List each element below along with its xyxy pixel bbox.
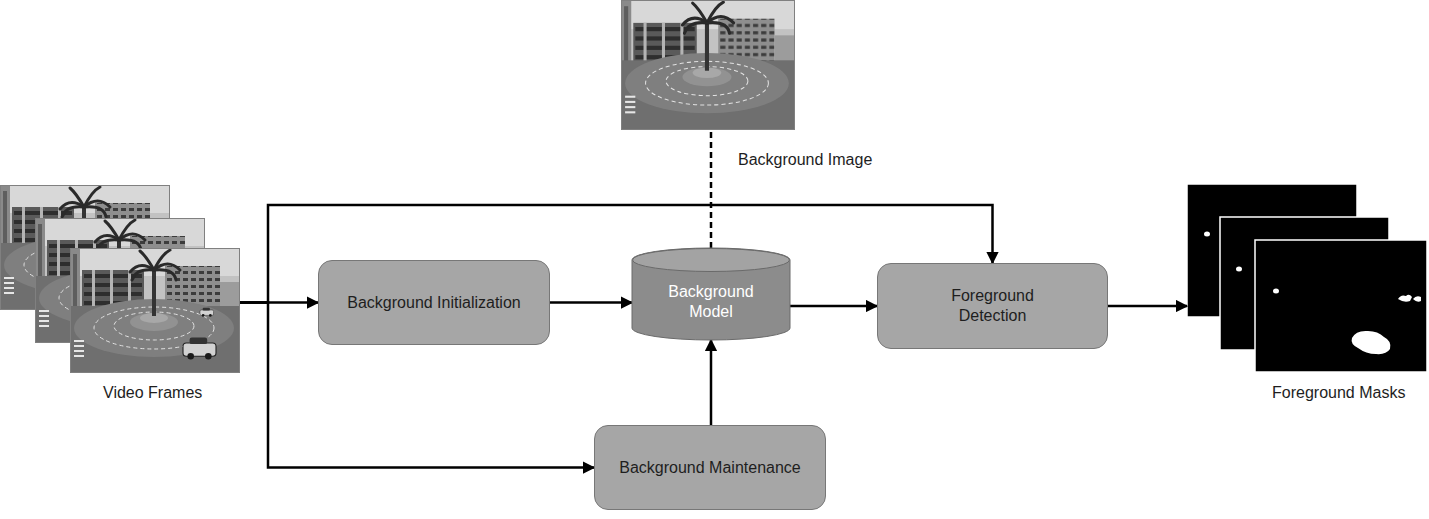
cylinder-body <box>632 248 790 340</box>
image-caption: Foreground Masks <box>1187 184 1427 372</box>
node-label: Background Initialization <box>347 293 520 313</box>
connector <box>710 340 713 425</box>
connector <box>1108 305 1187 308</box>
node-label: Background Model <box>661 282 761 322</box>
connector <box>710 130 713 248</box>
cylinder-top <box>633 249 790 272</box>
connector <box>790 305 877 308</box>
database-cylinder: Background Model <box>632 248 790 340</box>
connector <box>550 301 632 304</box>
node-label: Background Maintenance <box>619 458 800 478</box>
caption-text: Foreground Masks <box>1272 383 1405 403</box>
foreground-mask <box>1255 240 1427 372</box>
image-caption: Background Image <box>621 0 795 130</box>
process-box: Background Initialization <box>318 260 550 345</box>
process-box: Background Maintenance <box>594 425 826 510</box>
image-caption: Video Frames <box>0 185 240 373</box>
video-frame <box>70 248 240 373</box>
process-box: Foreground Detection <box>877 263 1108 349</box>
background-image <box>621 0 795 130</box>
node-label: Foreground Detection <box>938 286 1048 326</box>
caption-text: Background Image <box>738 150 872 170</box>
caption-text: Video Frames <box>103 383 202 403</box>
